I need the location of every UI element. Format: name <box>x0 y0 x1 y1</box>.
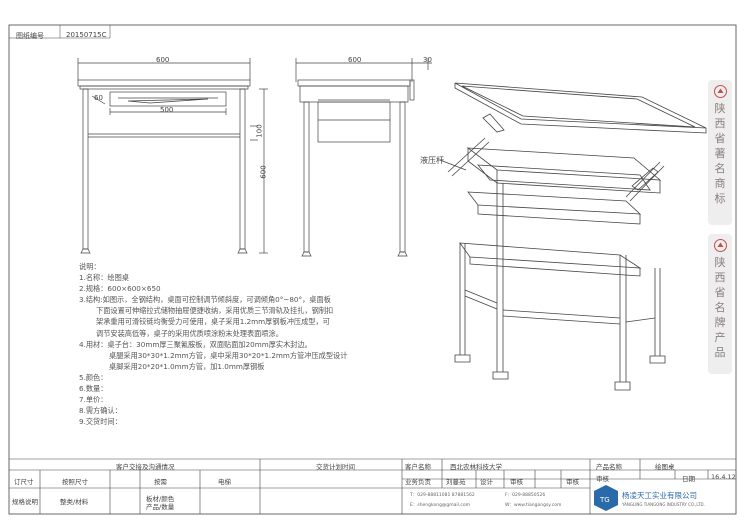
side-depth-dimension: 600 <box>348 56 362 64</box>
side-small-dimension: 30 <box>423 56 432 64</box>
sidebar-char: 省 <box>714 286 726 299</box>
company-subtitle: YANGLING TIANGONG INDUSTRY CO.,LTD. <box>622 502 705 507</box>
trademark-emblem-icon <box>713 85 727 98</box>
company-logo: TG <box>594 485 618 511</box>
front-view <box>77 58 268 254</box>
note-line: 3.结构:如图示，全钢结构，桌面可控制调节倾斜度，可调倾角0°~80°，桌面板 <box>79 295 331 305</box>
board-color-value: 板材/颜色 <box>146 495 175 503</box>
isometric-view <box>439 82 707 391</box>
product-name-value: 绘图桌 <box>655 463 675 471</box>
brand-emblem-icon <box>713 239 727 252</box>
note-line: 架承重用可滑铰链均衡受力可使用，桌子采用1.2mm厚钢板冲压成型，可 <box>96 317 330 327</box>
side-view <box>295 58 432 257</box>
offset-dimension: 60 <box>94 94 103 102</box>
sidebar-char: 名 <box>714 301 726 314</box>
date-value: 16.4.12 <box>711 473 736 481</box>
sidebar-char: 产 <box>714 331 726 344</box>
front-width-dimension: 600 <box>156 56 170 64</box>
sidebar-char: 省 <box>714 132 726 145</box>
fax-line: F：029-88850526 <box>505 493 546 498</box>
customer-name-value: 西北农林科技大学 <box>450 463 502 471</box>
delivery-date-heading: 交货计划时间 <box>316 463 355 471</box>
note-line: 调节安装高低等，桌子的采用优质喷涂粉末处理表面喷涂。 <box>96 328 283 338</box>
elevator-value: 电梯 <box>218 478 231 486</box>
sidebar-char: 陕 <box>714 256 726 269</box>
sheet-border <box>8 24 737 515</box>
svg-text:TG: TG <box>599 496 610 504</box>
famous-brand-strip: 陕 西 省 名 牌 产 品 <box>708 234 732 374</box>
notes-title: 说明： <box>79 262 101 271</box>
note-line: 7.单价： <box>79 395 108 405</box>
size-label: 订尺寸 <box>14 478 34 486</box>
phone-line: T：029-88811081 87881562 <box>410 493 475 498</box>
need-value: 按需 <box>154 478 167 486</box>
title-block-lines <box>9 458 736 514</box>
spec-label: 规格说明 <box>12 498 38 506</box>
note-line: 下面设置可伸缩拉式储物抽屉便捷收纳，采用优质三节滑轨及挂扎，钢制扣 <box>96 306 334 316</box>
height-dimension: 600 <box>259 165 268 179</box>
sidebar-char: 名 <box>714 162 726 175</box>
sidebar-char: 西 <box>714 271 726 284</box>
company-name: 杨凌天工实业有限公司 <box>622 491 697 500</box>
note-line: 2.规格：600×600×650 <box>79 284 161 294</box>
customer-situation-heading: 客户交接及沟通情况 <box>116 463 175 471</box>
email-line: E：shengkong@gmail.com <box>410 503 470 508</box>
note-line: 8.需方确认： <box>79 406 122 416</box>
customer-name-label: 客户名称 <box>405 463 431 471</box>
sidebar-char: 商 <box>714 177 726 190</box>
specification-notes: 说明： 1.名称：绘图桌 2.规格：600×600×650 3.结构:如图示，全… <box>79 261 347 427</box>
product-quantity-value: 产品/数量 <box>146 503 175 511</box>
sales-label: 业务负责 <box>405 478 431 486</box>
website-line: W：www.tiangongsy.com <box>505 503 562 508</box>
approve-label: 审核 <box>566 478 579 486</box>
sidebar-char: 标 <box>714 192 726 205</box>
note-line: 6.数量： <box>79 384 108 394</box>
product-name-label: 产品名称 <box>596 463 622 471</box>
design-label: 设计 <box>480 478 493 486</box>
drawer-width-dimension: 500 <box>160 106 174 114</box>
material-value: 整类/材料 <box>60 498 89 506</box>
drawing-number-label: 图纸编号 <box>16 32 44 40</box>
sidebar-char: 品 <box>714 346 726 359</box>
sidebar-char: 著 <box>714 147 726 160</box>
audit-label: 审核 <box>596 475 609 483</box>
note-line: 桌腿采用30*30*1.2mm方管，桌中采用30*20*1.2mm方管冲压成型设… <box>109 350 348 360</box>
sales-name: 刘蔓苑 <box>446 478 466 486</box>
sidebar-char: 牌 <box>714 316 726 329</box>
note-line: 1.名称：绘图桌 <box>79 273 129 283</box>
side-a-dimension: 100 <box>255 124 264 138</box>
sidebar-char: 西 <box>714 117 726 130</box>
drawing-number-value: 20150715C <box>66 31 107 39</box>
note-line: 4.用材：桌子台：30mm厚三聚氰胺板，双面贴面加20mm厚实木封边。 <box>79 339 312 349</box>
hydraulic-rod-callout: 液压杆 <box>420 156 444 165</box>
size-value: 按照尺寸 <box>62 478 88 486</box>
famous-trademark-strip: 陕 西 省 著 名 商 标 <box>708 80 732 225</box>
note-line: 5.颜色： <box>79 372 108 382</box>
sidebar-char: 陕 <box>714 102 726 115</box>
note-line: 桌脚采用20*20*1.0mm方管，加1.0mm厚钢板 <box>109 361 265 371</box>
date-label: 日期 <box>682 475 695 483</box>
note-line: 9.交货时间： <box>79 417 122 427</box>
check-label: 审核 <box>510 478 523 486</box>
